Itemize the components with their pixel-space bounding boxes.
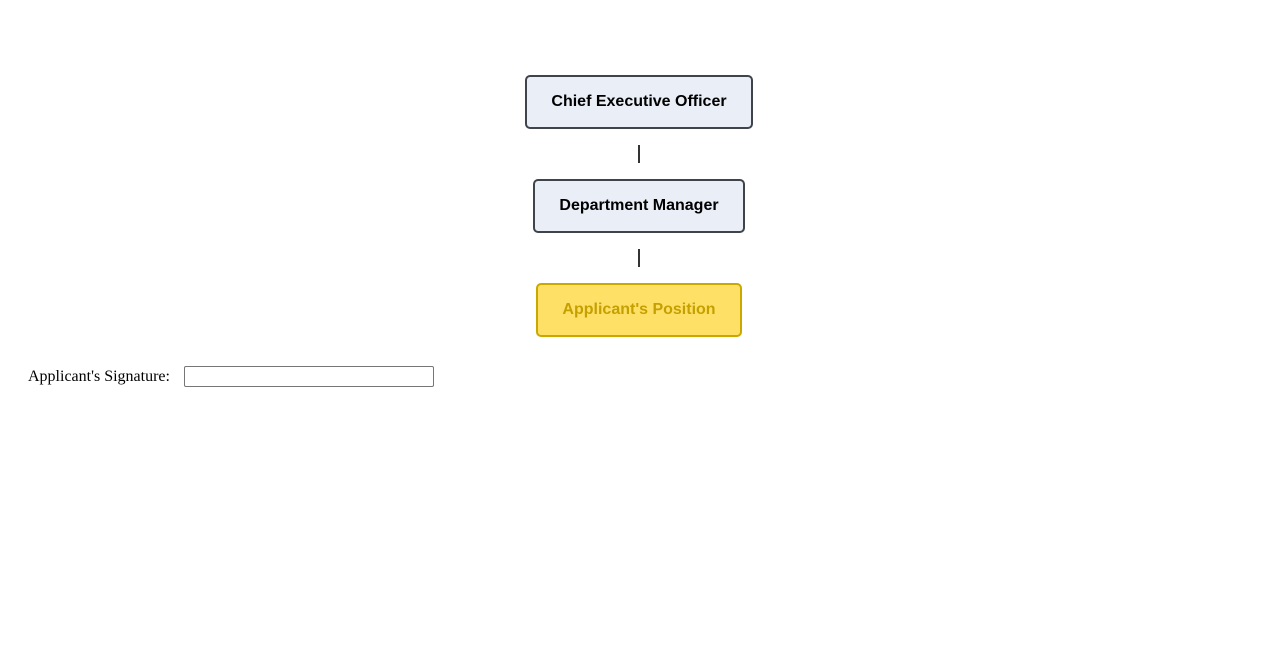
signature-input[interactable] bbox=[183, 366, 434, 387]
org-node-label: Department Manager bbox=[559, 197, 719, 214]
org-node-department-manager: Department Manager bbox=[533, 179, 745, 233]
org-node-ceo: Chief Executive Officer bbox=[525, 75, 753, 129]
org-connector-line bbox=[638, 249, 640, 267]
org-node-label: Chief Executive Officer bbox=[551, 93, 727, 110]
signature-label: Applicant's Signature: bbox=[28, 367, 170, 385]
org-chart: Chief Executive Officer Department Manag… bbox=[0, 75, 1278, 337]
org-connector-line bbox=[638, 145, 640, 163]
org-node-applicant-position: Applicant's Position bbox=[536, 283, 742, 337]
signature-row: Applicant's Signature: bbox=[28, 366, 434, 387]
org-node-label: Applicant's Position bbox=[562, 301, 716, 318]
